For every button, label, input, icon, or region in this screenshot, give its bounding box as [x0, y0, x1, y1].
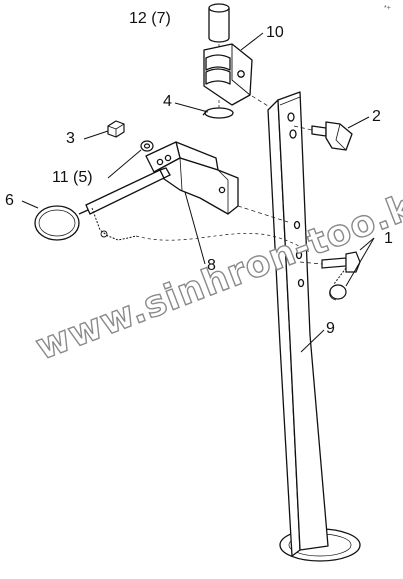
part-4-snap-ring: [202, 100, 234, 119]
callout-3: 3: [66, 130, 75, 147]
leader-4: [174, 102, 209, 113]
part-1-bolt-and-clip: [299, 251, 361, 301]
leader-1-bolt: [359, 237, 375, 251]
part-11-washer: [140, 140, 154, 152]
callout-12-7: 12 (7): [129, 10, 171, 27]
callout-10: 10: [266, 24, 284, 41]
leader-10: [240, 32, 264, 51]
part-8-hinge-bracket: [145, 141, 289, 223]
callout-4: 4: [163, 93, 172, 110]
part-2-bolt: [293, 121, 353, 151]
part-3-nut: [107, 120, 125, 138]
leader-8: [184, 191, 206, 265]
leader-2: [347, 116, 370, 129]
callout-1: 1: [384, 230, 393, 247]
callout-8: 8: [207, 257, 216, 274]
callout-9: 9: [326, 320, 335, 337]
leader-6: [21, 200, 39, 209]
leader-lines: [21, 32, 375, 353]
corner-mark: *+: [384, 5, 391, 12]
leader-1-clip: [345, 237, 375, 287]
leader-3: [83, 130, 109, 140]
callout-11-5: 11 (5): [52, 169, 93, 186]
part-9-stand-leg: [267, 91, 361, 562]
part-10-clevis-bracket: [203, 43, 269, 107]
part-6-ring-pin: [34, 167, 311, 253]
leader-9: [300, 329, 325, 353]
leader-11: [107, 149, 142, 179]
callout-6: 6: [5, 192, 14, 209]
callout-2: 2: [372, 108, 381, 125]
